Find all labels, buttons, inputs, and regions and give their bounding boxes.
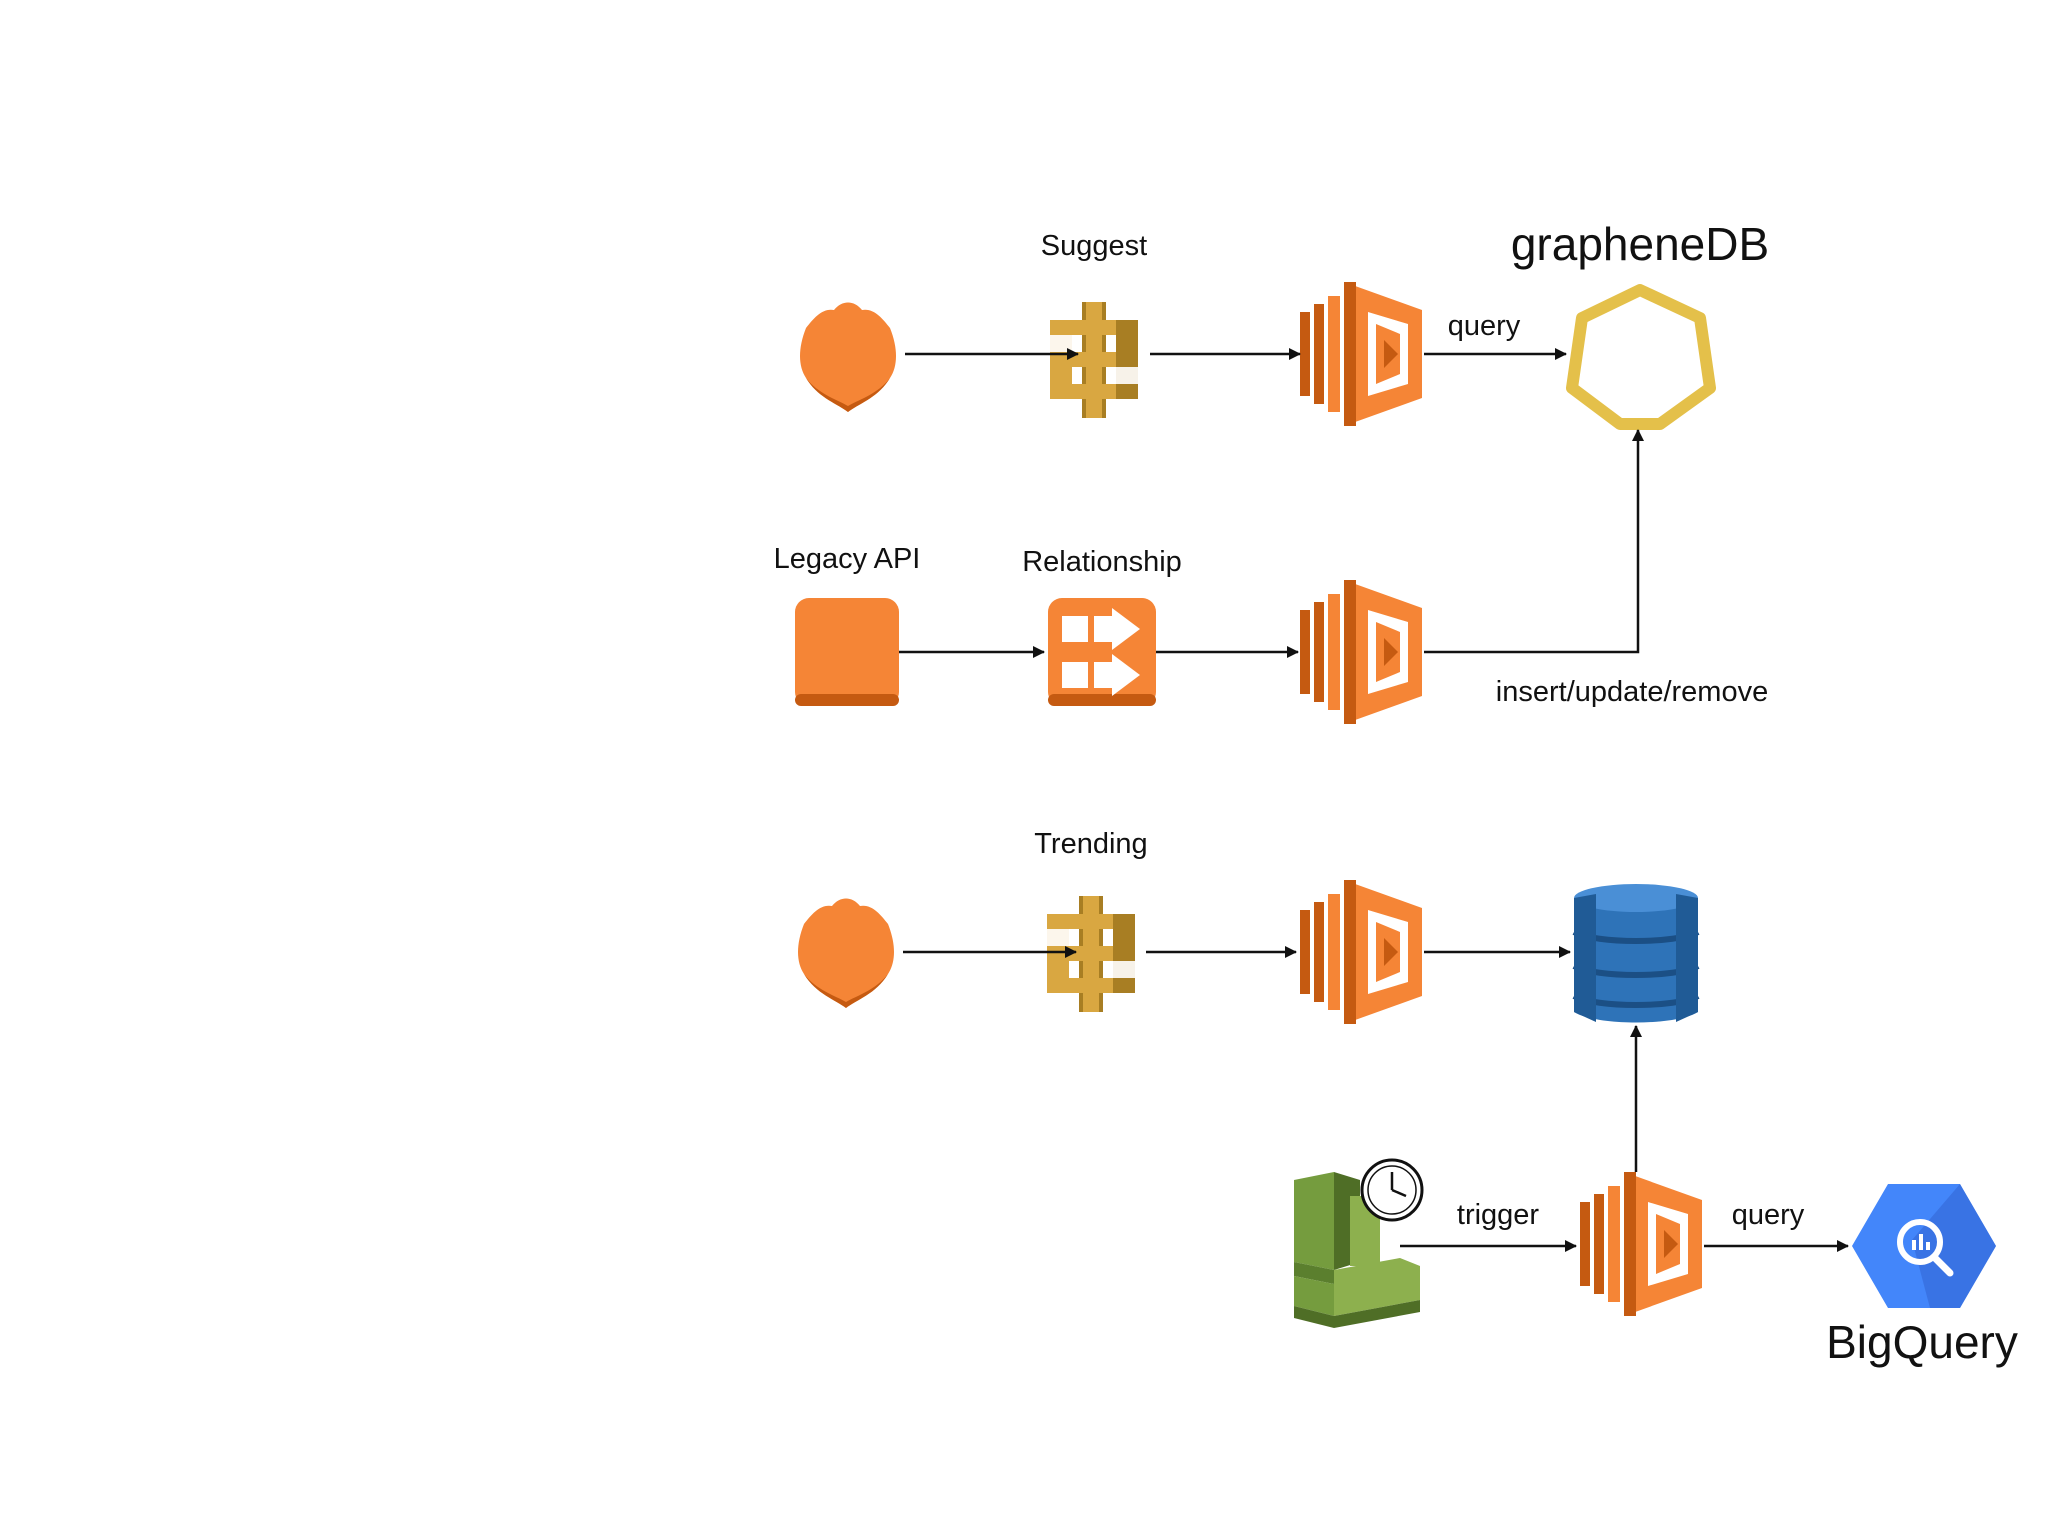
cloudwatch-clock-icon xyxy=(1294,1158,1424,1328)
row-relationship: Legacy API Relationship insert/update/re… xyxy=(774,429,1768,724)
legacy-api-rounded-square-icon xyxy=(795,598,899,706)
lambda-icon xyxy=(1580,1172,1702,1316)
edge-label-trigger: trigger xyxy=(1457,1199,1540,1231)
relationship-label: Relationship xyxy=(1022,546,1182,578)
route53-shield-icon xyxy=(800,302,896,412)
bigquery-icon xyxy=(1852,1184,1996,1308)
edge-label-query-graph: query xyxy=(1448,310,1521,342)
row-scheduled-job: trigger query BigQuery xyxy=(1294,1025,2018,1368)
edge-label-query-bigquery: query xyxy=(1732,1199,1805,1231)
lambda-icon xyxy=(1300,282,1422,426)
dynamodb-icon xyxy=(1574,884,1698,1023)
row-suggest: Suggest grapheneDB query xyxy=(800,218,1769,430)
graphenedb-hexagon-icon xyxy=(1566,284,1716,430)
trending-label: Trending xyxy=(1034,828,1147,860)
edge-label-insert-update-remove: insert/update/remove xyxy=(1496,676,1768,708)
api-gateway-icon xyxy=(1050,302,1138,418)
bigquery-label: BigQuery xyxy=(1826,1316,2018,1368)
edge-lambda-graphenedb-write xyxy=(1424,429,1644,654)
lambda-icon xyxy=(1300,880,1422,1024)
suggest-label: Suggest xyxy=(1041,230,1147,262)
legacy-api-label: Legacy API xyxy=(774,543,921,575)
api-gateway-icon xyxy=(1047,896,1135,1012)
row-trending: Trending xyxy=(798,828,1698,1024)
route53-shield-icon xyxy=(798,898,894,1008)
lambda-icon xyxy=(1300,580,1422,724)
graphenedb-label: grapheneDB xyxy=(1511,218,1769,270)
step-functions-icon xyxy=(1048,598,1156,706)
